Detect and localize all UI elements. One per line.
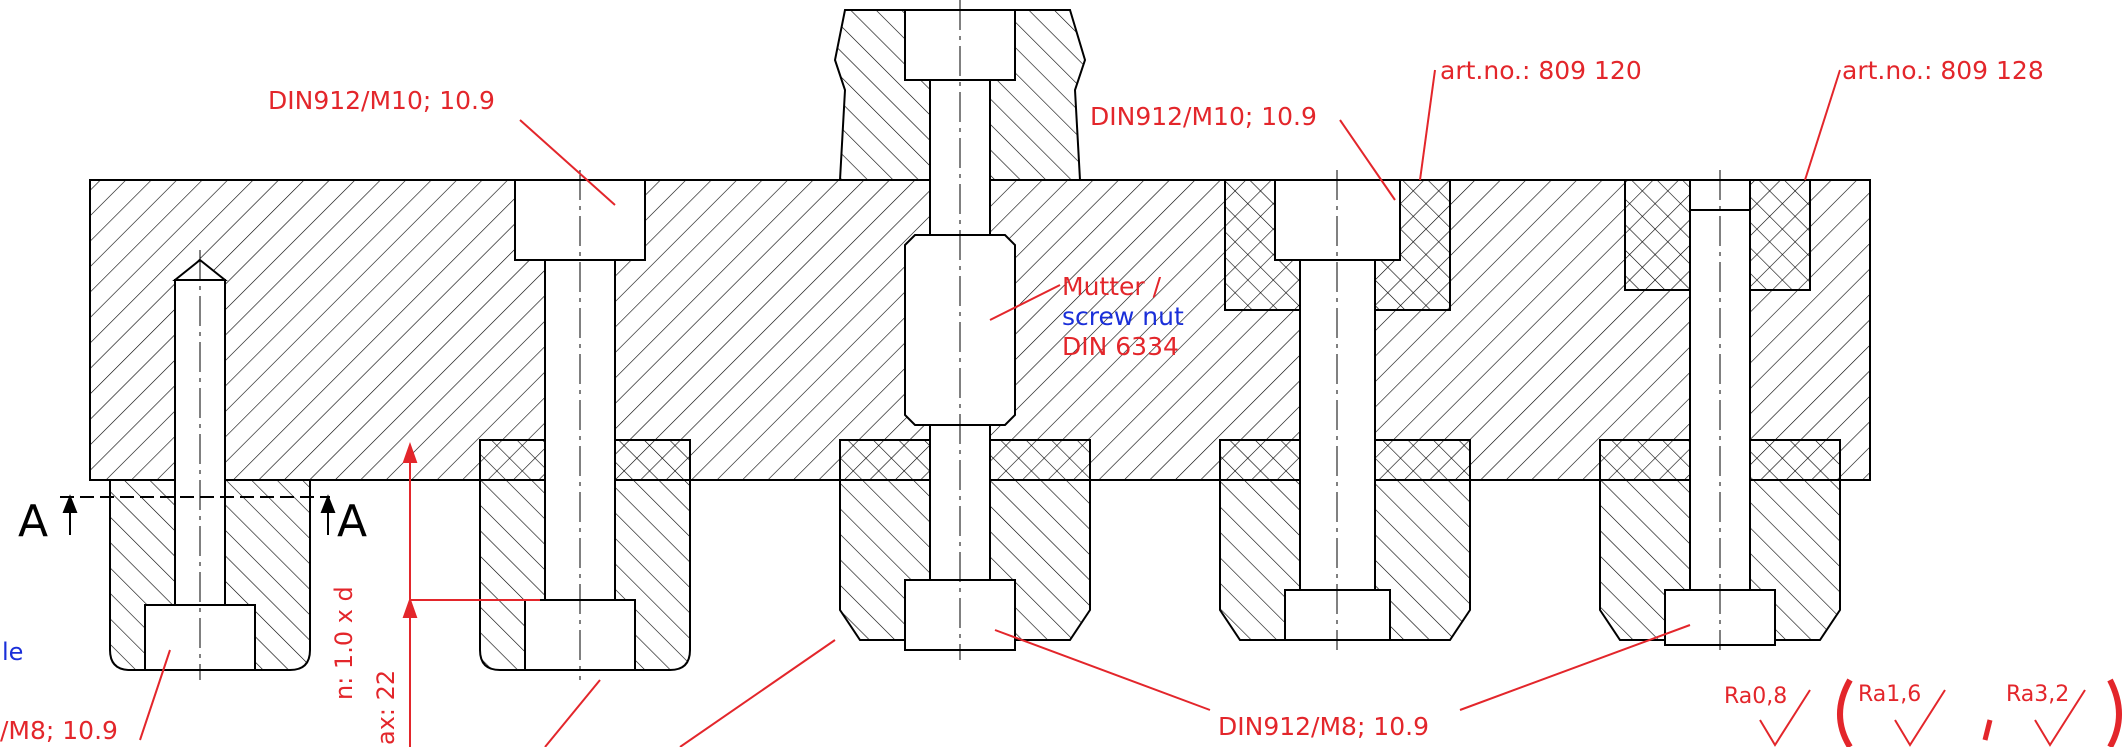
leader-lines [139, 69, 1841, 747]
label-din912-m8-left: /M8; 10.9 [0, 716, 118, 745]
label-art-no-2: art.no.: 809 128 [1842, 56, 2044, 85]
label-din912-m10-left: DIN912/M10; 10.9 [268, 86, 495, 115]
dimension-text-1: n: 1.0 x d [330, 586, 358, 700]
surface-finish-ra-2: Ra1,6 [1858, 682, 1922, 707]
label-art-no-1: art.no.: 809 120 [1440, 56, 1642, 85]
label-din912-m8-bottom: DIN912/M8; 10.9 [1218, 712, 1429, 741]
label-screw-nut: screw nut [1062, 302, 1184, 331]
surface-finish-ra-3: Ra3,2 [2006, 682, 2070, 707]
label-din912-m10-right: DIN912/M10; 10.9 [1090, 102, 1317, 131]
section-label-a-right: A [337, 496, 368, 547]
label-mutter: Mutter / [1062, 272, 1162, 301]
surface-finish-symbols [1759, 678, 2122, 747]
dimension-text-2: ax: 22 [372, 669, 400, 745]
surface-finish-ra-1: Ra0,8 [1724, 684, 1788, 709]
label-partial-blue: le [2, 638, 24, 666]
label-din-6334: DIN 6334 [1062, 332, 1179, 361]
dimension-line [402, 441, 540, 747]
section-label-a-left: A [18, 496, 49, 547]
centerlines [199, 0, 1721, 680]
section-line-a-a [60, 494, 336, 535]
